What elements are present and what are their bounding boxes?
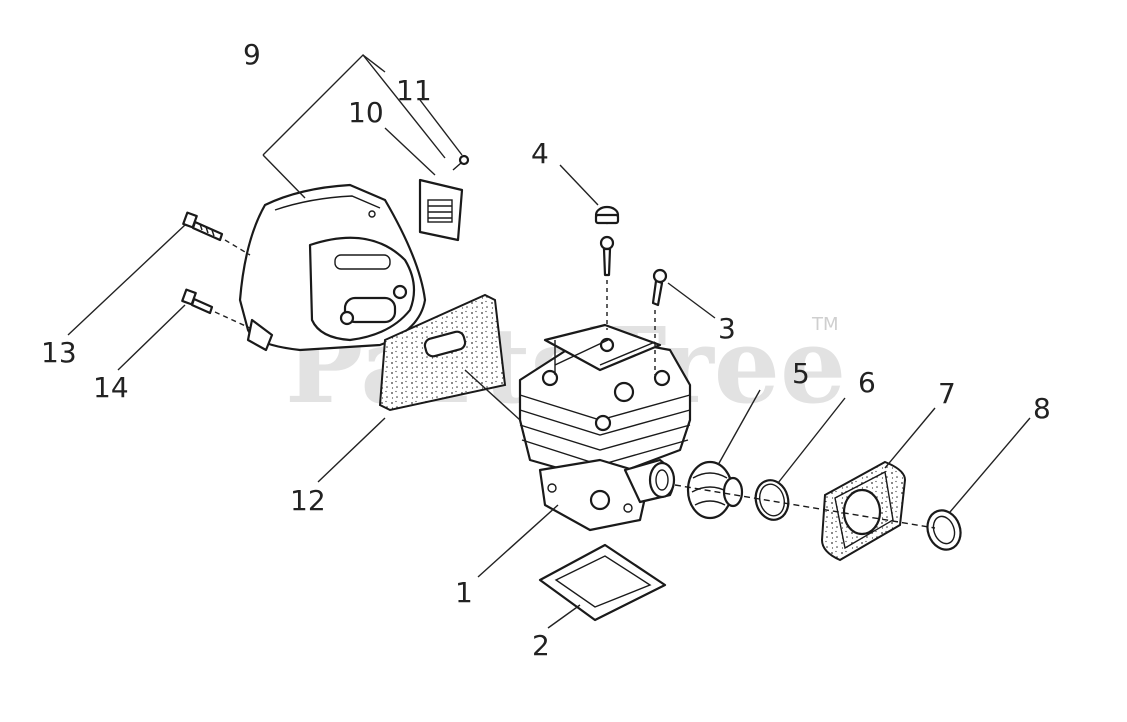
part-cylinder: [518, 323, 692, 532]
part-o-ring: [754, 479, 790, 521]
part-screw-11: [452, 154, 470, 171]
part-bolt-3: [599, 235, 668, 307]
callout-2: 2: [532, 629, 550, 662]
part-intake-boot: [686, 460, 744, 520]
part-intake-adapter: [820, 460, 907, 562]
callout-10: 10: [348, 96, 384, 129]
part-ring-8: [926, 509, 962, 551]
callout-11: 11: [396, 74, 432, 107]
part-bolt-13: [182, 211, 224, 242]
part-decomp-cap: [594, 205, 620, 225]
callout-5: 5: [792, 357, 810, 390]
part-bolt-14: [181, 288, 214, 315]
callout-4: 4: [531, 137, 549, 170]
part-spark-arrestor: [418, 178, 464, 242]
callout-6: 6: [858, 366, 876, 399]
callout-7: 7: [938, 377, 956, 410]
part-muffler: [238, 183, 427, 352]
callout-8: 8: [1033, 392, 1051, 425]
leader-lines: [67, 53, 1031, 629]
callout-13: 13: [41, 336, 77, 369]
watermark-trademark: TM: [811, 314, 839, 335]
callout-9: 9: [243, 38, 261, 71]
callout-14: 14: [93, 371, 129, 404]
callout-12: 12: [290, 484, 326, 517]
callout-3: 3: [718, 312, 736, 345]
callout-1: 1: [455, 576, 473, 609]
